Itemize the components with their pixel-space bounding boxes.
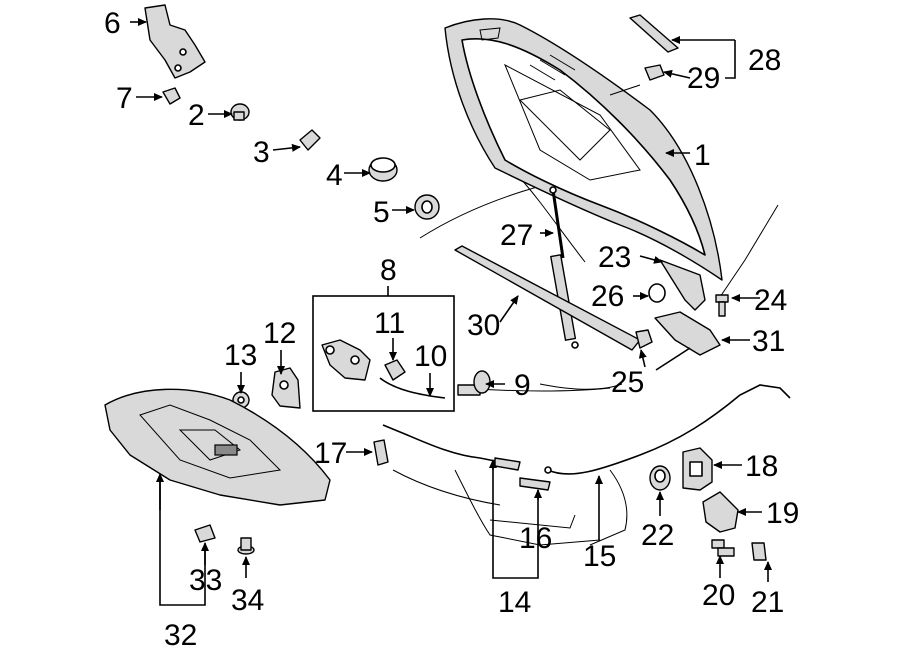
callout-22: 22: [641, 519, 674, 552]
callout-31: 31: [752, 325, 785, 358]
callout-13: 13: [224, 339, 257, 372]
callout-29: 29: [687, 62, 720, 95]
callout-16: 16: [519, 522, 552, 555]
clip-11[interactable]: [384, 359, 406, 381]
callout-15: 15: [583, 540, 616, 573]
callout-9: 9: [514, 369, 531, 402]
callout-12: 12: [263, 317, 296, 350]
leader-lines: [130, 18, 772, 606]
lock-18[interactable]: [682, 447, 713, 491]
hood-release-cable[interactable]: [547, 384, 791, 475]
bracket-23[interactable]: [659, 259, 706, 311]
callout-6: 6: [104, 7, 121, 40]
clip-17[interactable]: [373, 439, 389, 466]
hood-insulator[interactable]: [104, 388, 331, 506]
latch-kit-box: [312, 295, 455, 412]
grommet-26[interactable]: [648, 283, 666, 303]
callout-27: 27: [500, 219, 533, 252]
callout-7: 7: [116, 82, 133, 115]
clip-21[interactable]: [751, 542, 767, 561]
callout-3: 3: [253, 136, 270, 169]
bumper-3[interactable]: [299, 129, 321, 151]
callout-18: 18: [745, 450, 778, 483]
callout-30: 30: [467, 309, 500, 342]
bracket-12[interactable]: [271, 367, 301, 409]
hood-support-rod[interactable]: [549, 186, 579, 349]
callout-labels: 6 7 2 3 4 5 1 28 29 27 23 26 24 31 25 30…: [104, 7, 799, 652]
grommet-22[interactable]: [649, 465, 671, 491]
bolt-24[interactable]: [715, 294, 729, 317]
bumper-4[interactable]: [368, 157, 398, 182]
seal-28[interactable]: [629, 14, 679, 53]
callout-25: 25: [611, 366, 644, 399]
release-cable[interactable]: [382, 424, 551, 491]
clip-29[interactable]: [644, 64, 665, 81]
callout-1: 1: [694, 139, 711, 172]
grommet-5[interactable]: [414, 194, 440, 220]
callout-2: 2: [188, 99, 205, 132]
hood-hinge[interactable]: [144, 4, 206, 79]
callout-4: 4: [326, 159, 343, 192]
callout-28: 28: [748, 44, 781, 77]
bolt-20[interactable]: [711, 539, 735, 557]
cable-10[interactable]: [379, 377, 446, 399]
callout-10: 10: [414, 340, 447, 373]
callout-24: 24: [754, 284, 787, 317]
callout-11: 11: [374, 307, 405, 340]
hood-panel[interactable]: [444, 18, 723, 281]
cable-line-9: [539, 383, 623, 390]
callout-21: 21: [751, 586, 784, 619]
callout-19: 19: [766, 497, 799, 530]
latch-assembly[interactable]: [321, 339, 371, 381]
callout-5: 5: [373, 196, 390, 229]
callout-26: 26: [591, 280, 624, 313]
callout-33: 33: [189, 564, 222, 597]
callout-17: 17: [314, 437, 347, 470]
callout-14: 14: [498, 586, 531, 619]
bracket-31[interactable]: [654, 311, 721, 356]
callout-34: 34: [231, 584, 264, 617]
callout-20: 20: [702, 579, 735, 612]
callout-32: 32: [164, 619, 197, 652]
retainer-33[interactable]: [194, 524, 216, 543]
bumper-2[interactable]: [230, 103, 250, 121]
pushpin-34[interactable]: [237, 537, 255, 555]
callout-8: 8: [380, 254, 397, 287]
vehicle-body-outline: [392, 167, 779, 546]
callout-23: 23: [598, 241, 631, 274]
nut-25[interactable]: [635, 329, 653, 349]
bracket-19[interactable]: [702, 491, 739, 533]
clip-7[interactable]: [162, 87, 181, 105]
bolt-9[interactable]: [457, 370, 491, 396]
